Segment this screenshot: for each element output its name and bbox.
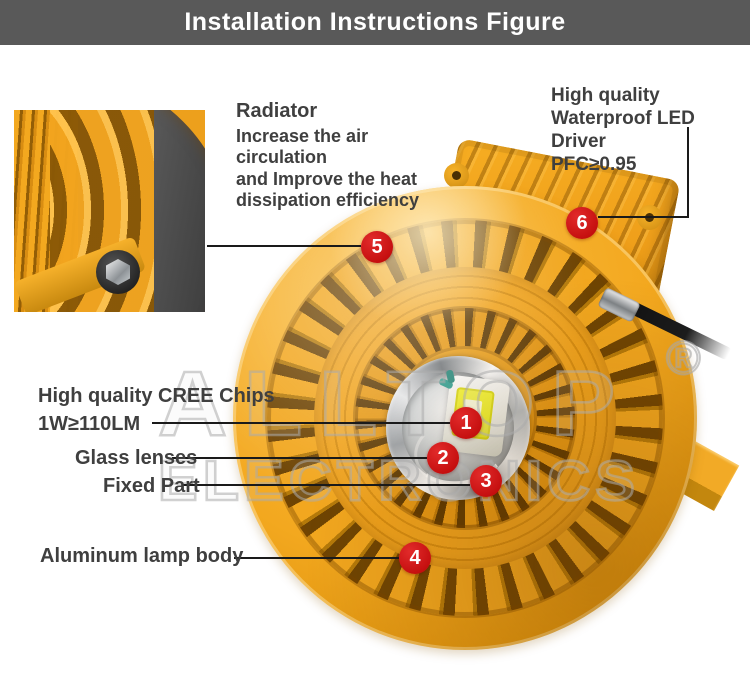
driver-line: High quality <box>551 85 660 106</box>
lamp-body-label: Aluminum lamp body <box>40 545 244 567</box>
callout-badge-1: 1 <box>450 407 482 439</box>
page-title: Installation Instructions Figure <box>184 8 566 36</box>
callout-badge-2: 2 <box>427 442 459 474</box>
radiator-label: Radiator <box>236 100 318 122</box>
leader-line-driver-horizontal <box>598 216 689 218</box>
screw-hole <box>452 171 461 180</box>
callout-number: 6 <box>576 212 588 234</box>
leader-line-radiator <box>207 245 361 247</box>
led-driver-callout-text: High quality Waterproof LED Driver PFC≥0… <box>551 84 750 176</box>
radiator-closeup-photo <box>14 110 205 312</box>
driver-line: PFC≥0.95 <box>551 154 637 175</box>
radiator-desc-line: Increase the air circulation <box>236 125 369 168</box>
title-bar: Installation Instructions Figure <box>0 0 750 45</box>
radiator-callout-text: Radiator Increase the air circulation an… <box>236 100 461 212</box>
callout-badge-4: 4 <box>399 542 431 574</box>
hex-bolt <box>96 250 140 294</box>
callout-badge-6: 6 <box>566 207 598 239</box>
callout-number: 5 <box>371 236 383 258</box>
cree-chips-callout-text: High quality CREE Chips 1W≥110LM <box>38 382 275 438</box>
callout-number: 2 <box>437 447 449 469</box>
radiator-desc-line: and Improve the heat <box>236 168 418 189</box>
chips-line: High quality CREE Chips <box>38 385 275 407</box>
leader-line-body <box>234 557 399 559</box>
driver-corner-lug <box>444 163 469 188</box>
radiator-desc-line: dissipation efficiency <box>236 190 420 210</box>
leader-line-fixed <box>182 484 470 486</box>
glass-lenses-label: Glass lenses <box>75 447 198 469</box>
hex-bolt-head <box>106 259 130 285</box>
callout-badge-5: 5 <box>361 231 393 263</box>
leader-line-driver-vertical <box>687 127 689 218</box>
fixed-part-label: Fixed Part <box>103 475 200 497</box>
leader-line-glass <box>172 457 427 459</box>
callout-number: 3 <box>480 470 492 492</box>
callout-number: 4 <box>409 547 421 569</box>
chips-line: 1W≥110LM <box>38 413 141 435</box>
driver-line: Waterproof LED Driver <box>551 108 695 152</box>
callout-number: 1 <box>460 412 472 434</box>
callout-badge-3: 3 <box>470 465 502 497</box>
